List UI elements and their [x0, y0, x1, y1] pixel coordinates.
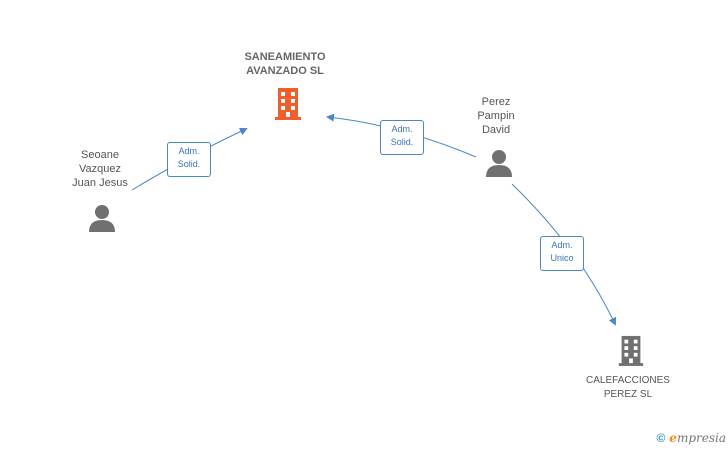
company-name-calefacciones[interactable]: CALEFACCIONES PEREZ SL: [586, 375, 670, 400]
building-icon[interactable]: [272, 86, 304, 120]
building-icon[interactable]: [616, 333, 646, 367]
empresia-logo[interactable]: ©empresia: [656, 431, 726, 445]
brand-text: mpresia: [676, 431, 726, 445]
edge-label-seoane-main: Adm. Solid.: [167, 142, 211, 177]
person-icon[interactable]: [87, 203, 117, 233]
person-name-seoane[interactable]: Seoane Vazquez Juan Jesus: [72, 149, 128, 189]
person-name-perez[interactable]: Perez Pampin David: [477, 96, 515, 136]
copyright-icon: ©: [656, 431, 666, 445]
person-icon[interactable]: [484, 148, 514, 178]
brand-e: e: [669, 431, 677, 445]
edge-label-perez-cale: Adm. Unico: [540, 236, 584, 271]
edge-label-perez-main: Adm. Solid.: [380, 120, 424, 155]
company-name-saneamiento[interactable]: SANEAMIENTO AVANZADO SL: [244, 51, 326, 77]
